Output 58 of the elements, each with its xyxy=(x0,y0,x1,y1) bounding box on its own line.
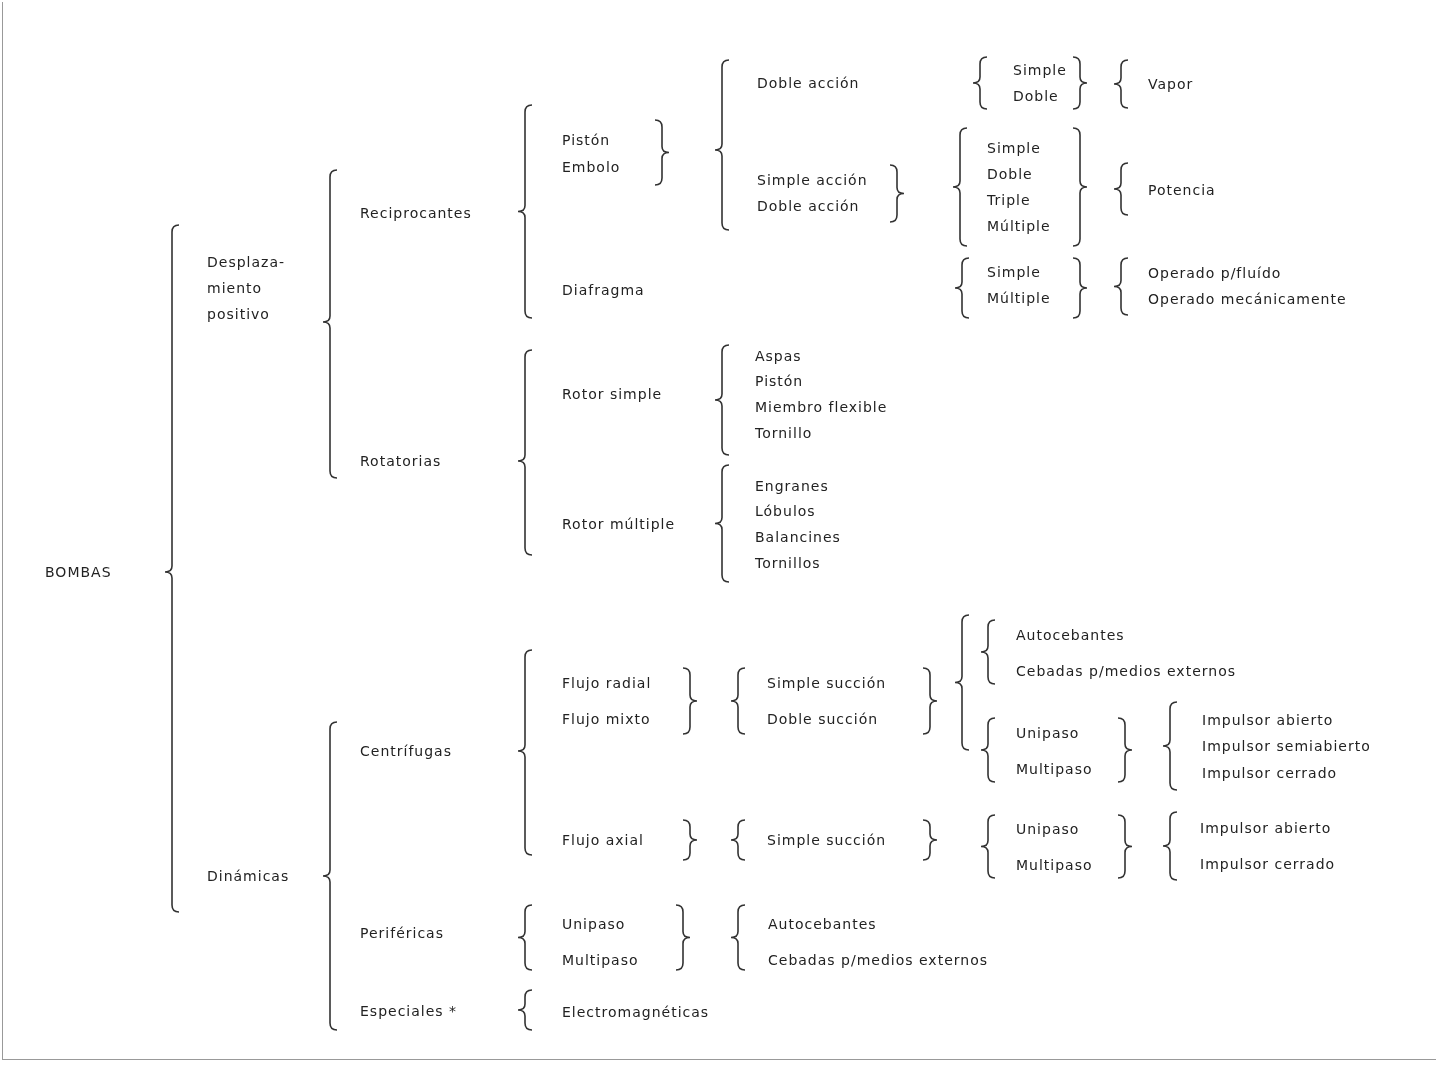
category-label: Simple succión xyxy=(767,674,887,692)
category-label: Simple succión xyxy=(767,831,887,849)
category-label: Lóbulos xyxy=(755,502,816,520)
category-label: Multipaso xyxy=(1016,856,1093,874)
category-label: Autocebantes xyxy=(768,915,877,933)
category-label: Dinámicas xyxy=(207,867,290,885)
category-label: Flujo radial xyxy=(562,674,652,692)
category-label: Unipaso xyxy=(1016,724,1080,742)
category-label: Operado mecánicamente xyxy=(1148,290,1347,308)
category-label: Reciprocantes xyxy=(360,204,472,222)
category-label: Autocebantes xyxy=(1016,626,1125,644)
category-label: Impulsor semiabierto xyxy=(1202,737,1371,755)
category-label: Balancines xyxy=(755,528,841,546)
category-label: Periféricas xyxy=(360,924,444,942)
root-label: BOMBAS xyxy=(45,563,112,581)
category-label: Doble xyxy=(1013,87,1059,105)
category-label: Doble succión xyxy=(767,710,879,728)
category-label: Rotor simple xyxy=(562,385,663,403)
category-label: Impulsor cerrado xyxy=(1200,855,1336,873)
category-label: Potencia xyxy=(1148,181,1216,199)
category-label: Electromagnéticas xyxy=(562,1003,710,1021)
category-label: Impulsor cerrado xyxy=(1202,764,1338,782)
category-label: Simple acción xyxy=(757,171,868,189)
category-label: Flujo axial xyxy=(562,831,644,849)
category-label: Pistón xyxy=(562,131,611,149)
category-label: Miembro flexible xyxy=(755,398,888,416)
category-label: Simple xyxy=(1013,61,1067,79)
category-label: Simple xyxy=(987,263,1041,281)
category-label: Especiales * xyxy=(360,1002,458,1020)
category-label: Embolo xyxy=(562,158,621,176)
category-label: Doble acción xyxy=(757,74,860,92)
category-label: Doble acción xyxy=(757,197,860,215)
category-label: Aspas xyxy=(755,347,802,365)
category-label: Multipaso xyxy=(562,951,639,969)
category-label: Pistón xyxy=(755,372,804,390)
category-label: Múltiple xyxy=(987,217,1051,235)
category-label: Tornillo xyxy=(755,424,813,442)
category-label: Doble xyxy=(987,165,1033,183)
category-label: Multipaso xyxy=(1016,760,1093,778)
category-label: Flujo mixto xyxy=(562,710,651,728)
category-label: Unipaso xyxy=(1016,820,1080,838)
category-label: Múltiple xyxy=(987,289,1051,307)
category-label: Operado p/fluído xyxy=(1148,264,1282,282)
category-label: Desplaza- miento positivo xyxy=(207,253,287,324)
category-label: Diafragma xyxy=(562,281,645,299)
category-label: Triple xyxy=(987,191,1031,209)
category-label: Simple xyxy=(987,139,1041,157)
category-label: Tornillos xyxy=(755,554,821,572)
category-label: Vapor xyxy=(1148,75,1194,93)
category-label: Centrífugas xyxy=(360,742,452,760)
category-label: Cebadas p/medios externos xyxy=(768,951,988,969)
category-label: Cebadas p/medios externos xyxy=(1016,662,1236,680)
category-label: Rotatorias xyxy=(360,452,442,470)
category-label: Impulsor abierto xyxy=(1202,711,1334,729)
category-label: Rotor múltiple xyxy=(562,515,676,533)
category-label: Impulsor abierto xyxy=(1200,819,1332,837)
category-label: Engranes xyxy=(755,477,829,495)
category-label: Unipaso xyxy=(562,915,626,933)
